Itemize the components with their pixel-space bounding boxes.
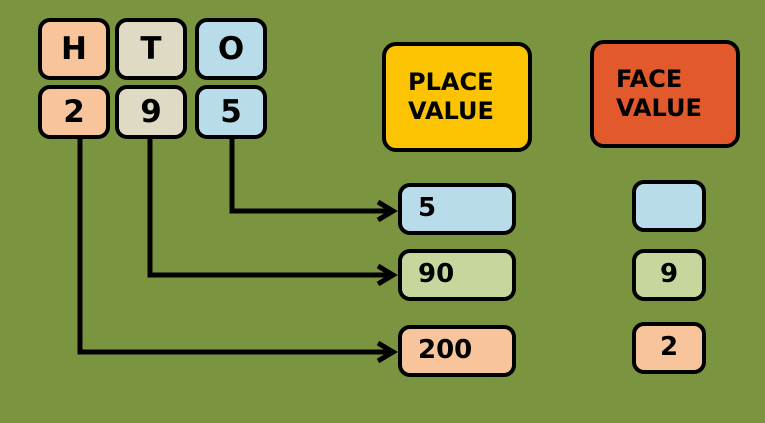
- connector-ones: [229, 138, 392, 214]
- place-value-tens-box: 90: [398, 249, 516, 301]
- arrowhead-ones: [376, 199, 398, 223]
- place-value-ones-box: 5: [398, 183, 516, 235]
- column-header-ones: O: [195, 18, 267, 80]
- connector-hundreds: [77, 138, 392, 355]
- face-value-ones-box: [632, 180, 706, 232]
- face-value-header-line2: VALUE: [616, 94, 702, 122]
- column-header-tens: T: [115, 18, 187, 80]
- place-value-header: PLACE VALUE: [382, 42, 532, 152]
- arrowhead-tens: [376, 263, 398, 287]
- digit-ones: 5: [195, 85, 267, 139]
- face-value-tens-box: 9: [632, 249, 706, 301]
- digit-tens: 9: [115, 85, 187, 139]
- face-value-header-line1: FACE: [616, 64, 683, 93]
- digit-hundreds: 2: [38, 85, 110, 139]
- connector-tens: [147, 138, 392, 278]
- column-header-hundreds: H: [38, 18, 110, 80]
- face-value-header: FACE VALUE: [590, 40, 740, 148]
- place-value-hundreds-box: 200: [398, 325, 516, 377]
- place-value-header-line2: VALUE: [408, 97, 494, 125]
- face-value-hundreds-box: 2: [632, 322, 706, 374]
- place-value-header-line1: PLACE: [408, 67, 494, 96]
- arrowhead-hundreds: [376, 340, 398, 364]
